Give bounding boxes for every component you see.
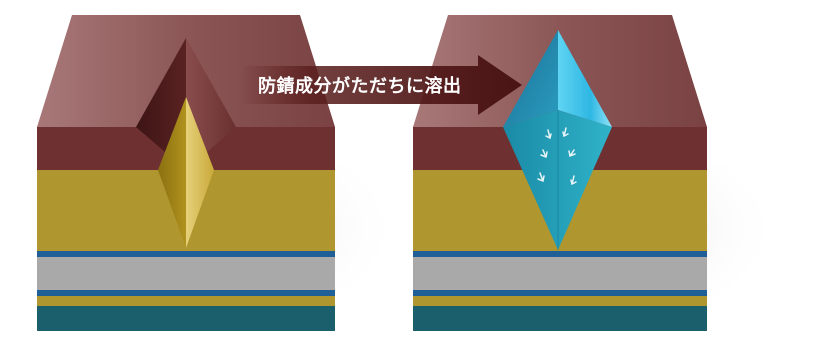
release-arrow-shape bbox=[240, 55, 522, 115]
right-teal-base bbox=[413, 306, 707, 331]
left-gray-layer bbox=[37, 257, 335, 290]
left-gold-thin-layer bbox=[37, 296, 335, 306]
right-inhibitor-upper-right bbox=[558, 30, 612, 127]
right-gold-thin-layer bbox=[413, 296, 707, 306]
left-blue-stripe-lower bbox=[37, 290, 335, 296]
left-teal-base bbox=[37, 306, 335, 331]
left-scratch-gold-left bbox=[158, 97, 186, 248]
right-gray-layer bbox=[413, 257, 707, 290]
right-block bbox=[413, 15, 783, 331]
left-block bbox=[37, 15, 403, 331]
right-blue-stripe-lower bbox=[413, 290, 707, 296]
arrow-caption: 防錆成分がただちに溶出 bbox=[258, 76, 462, 97]
left-blue-stripe-upper bbox=[37, 251, 335, 257]
right-blue-stripe-upper bbox=[413, 251, 707, 257]
left-scratch-gold-right bbox=[186, 97, 214, 248]
small-white-arrows-icon bbox=[537, 127, 577, 186]
right-inhibitor-upper-left bbox=[503, 30, 558, 127]
